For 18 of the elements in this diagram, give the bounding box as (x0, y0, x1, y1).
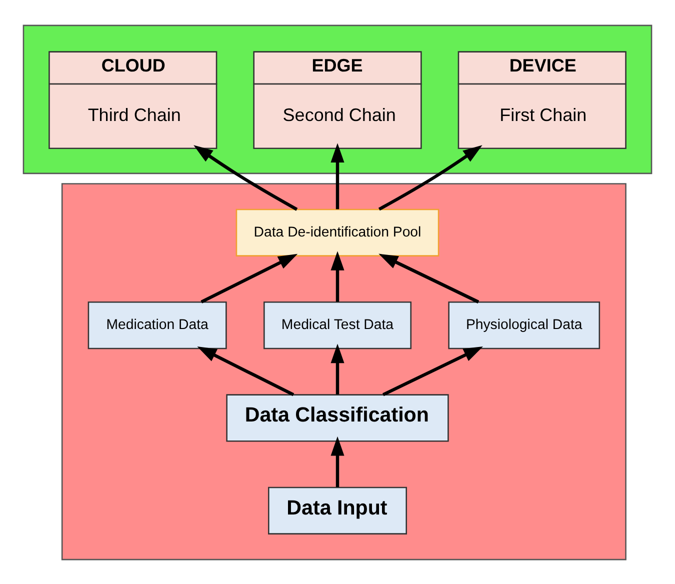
arrow (197, 346, 294, 396)
arrow (330, 343, 344, 394)
node-box: Medication Data (88, 301, 227, 349)
cluster (22, 24, 652, 174)
arrow (330, 142, 344, 209)
cluster (61, 182, 626, 560)
arrow (378, 253, 480, 303)
node-box: Data Classification (226, 394, 449, 442)
arrow (378, 144, 482, 210)
arrow (330, 250, 344, 302)
node-box: Medical Test Data (264, 301, 412, 349)
arrow (194, 144, 298, 210)
node-box: Data De-identification Pool (236, 208, 440, 256)
arrow (382, 346, 483, 396)
node-box: Physiological Data (448, 301, 600, 349)
arrow (200, 253, 298, 303)
node-box: Data Input (268, 486, 407, 534)
arrow (330, 436, 344, 487)
